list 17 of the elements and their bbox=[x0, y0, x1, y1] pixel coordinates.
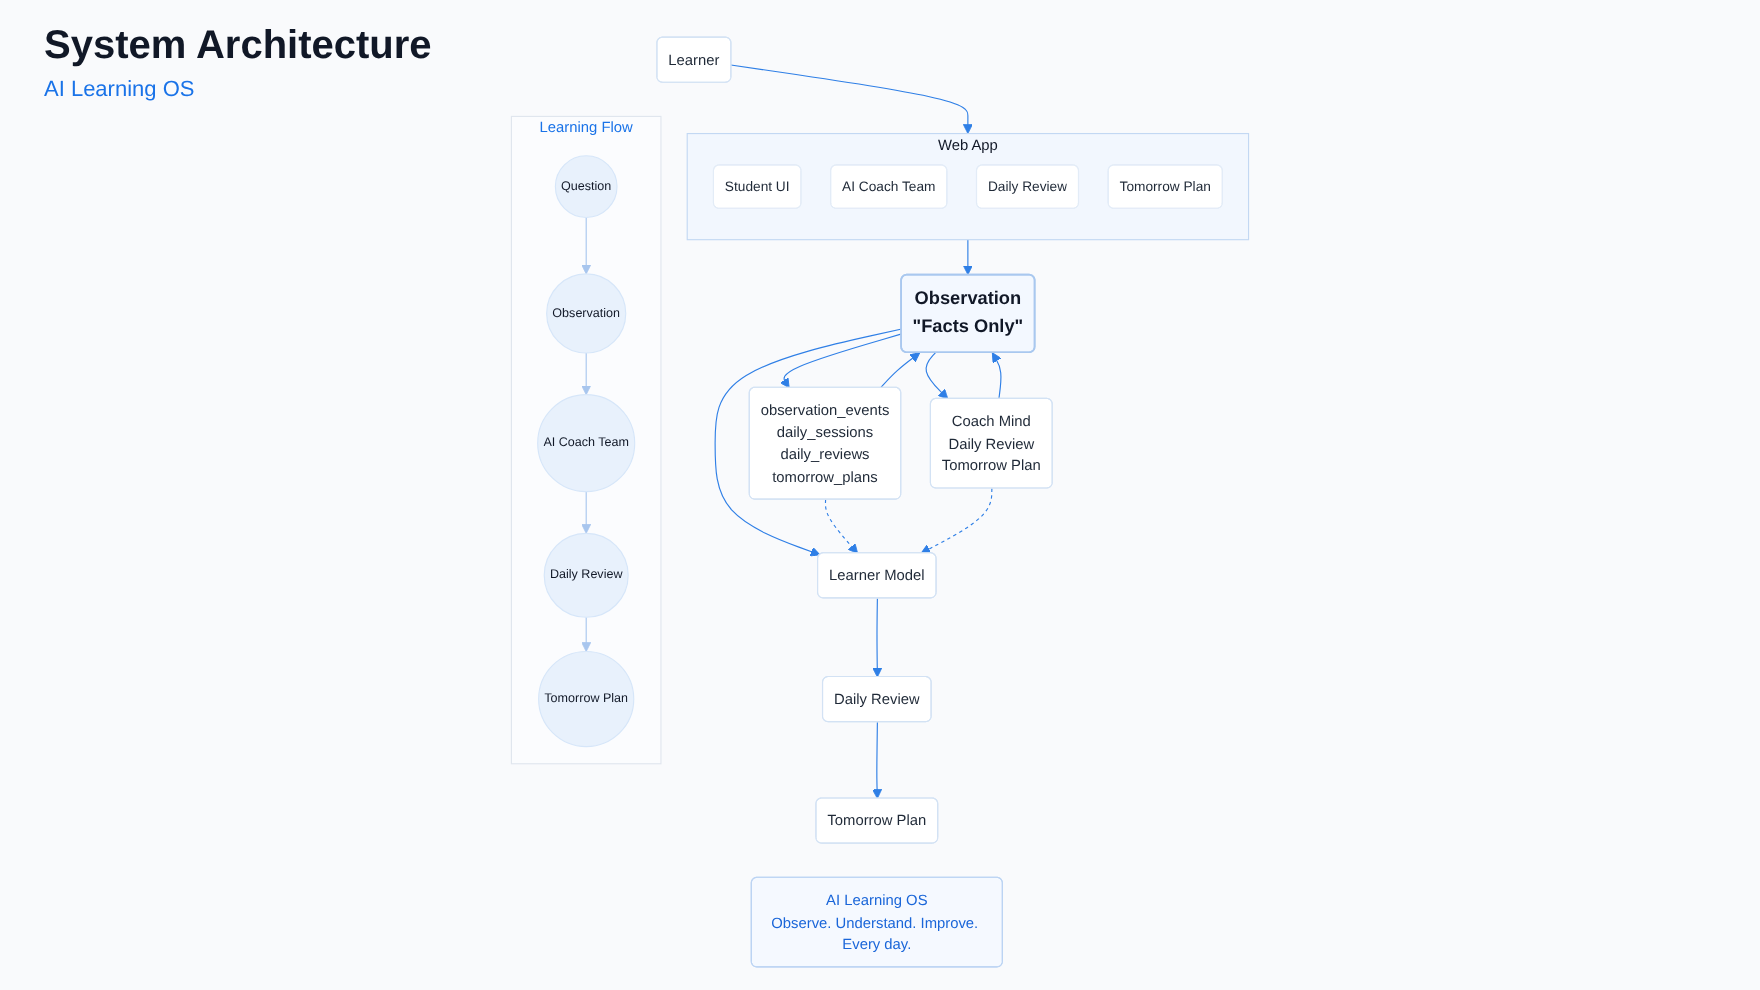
arrow bbox=[581, 216, 592, 275]
arrow bbox=[779, 333, 903, 389]
arrow bbox=[872, 721, 883, 799]
arrow bbox=[581, 491, 592, 534]
arrow bbox=[872, 597, 883, 678]
arrow bbox=[920, 487, 993, 554]
subtitle: AI Learning OS bbox=[44, 78, 195, 102]
arrow bbox=[925, 352, 949, 400]
arrow bbox=[714, 328, 903, 557]
arrow bbox=[991, 352, 1002, 400]
title: System Architecture bbox=[44, 24, 432, 70]
arrow bbox=[879, 352, 921, 389]
arrow bbox=[962, 239, 973, 276]
arrow bbox=[581, 352, 592, 396]
arrow bbox=[824, 499, 859, 554]
arrow bbox=[581, 616, 592, 652]
arrow bbox=[730, 64, 973, 134]
